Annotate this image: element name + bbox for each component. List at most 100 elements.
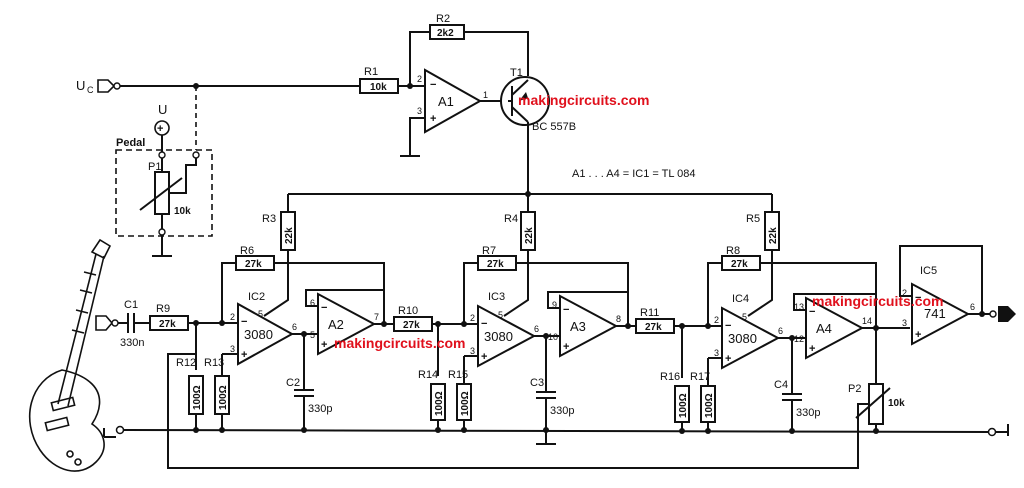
svg-text:+: + [321,339,327,351]
r11-ref: R11 [640,307,659,319]
ic3-pin5: 5 [498,310,503,320]
supply-label: U [158,102,167,117]
r11-value: 27k [645,322,662,333]
uc-input: U C [76,78,360,150]
a2-pin7: 7 [374,312,379,322]
c1-value: 330n [120,337,144,349]
c2-ref: C2 [286,377,300,389]
opamp-a1: A1 − + 2 3 1 [400,68,508,157]
resistor-r10: R10 27k [393,305,478,332]
a4-pin13: 13 [794,302,804,312]
a3-pin9: 9 [552,300,557,310]
r7-ref: R7 [482,245,496,257]
a2-label: A2 [328,317,344,332]
svg-text:−: − [809,306,815,318]
r6-value: 27k [245,259,262,270]
ic5-label: IC5 [920,265,937,277]
ic4-pin6: 6 [778,326,783,336]
ic5-741: 741 [924,306,946,321]
t1-type: BC 557B [532,121,576,133]
pedal-label: Pedal [116,137,145,149]
ic3-label: IC3 [488,291,505,303]
c3-value: 330p [550,405,574,417]
svg-text:−: − [563,304,569,316]
a1-label: A1 [438,94,454,109]
c2-value: 330p [308,403,332,415]
c4-value: 330p [796,407,820,419]
svg-text:+: + [241,349,247,361]
svg-text:+: + [809,343,815,355]
ic5-pin2: 2 [902,288,907,298]
pot-p2: P2 10k [167,328,905,469]
a4-pin14: 14 [862,316,872,326]
ic2-pin5: 5 [258,309,263,319]
p1-ref: P1 [148,161,161,173]
r14-ref: R14 [418,369,438,381]
ic4-pin5: 5 [742,312,747,322]
t1-ref: T1 [510,67,523,79]
c4-ref: C4 [774,379,788,391]
watermark-2: makingcircuits.com [334,335,466,351]
uc-label: U [76,78,85,93]
watermark-3: makingcircuits.com [812,293,944,309]
r16-value: 100Ω [678,393,689,418]
pedal-box: U + Pedal P1 10k [115,102,213,257]
r8-value: 27k [731,259,748,270]
ic4-pin3: 3 [714,348,719,358]
stage-1: R6 27k IC2 3080 − + 2 3 5 6 C2 330p A2 −… [176,245,394,433]
ic2-pin2: 2 [230,312,235,322]
ic3-ota: 3080 [484,329,513,344]
r15-value: 100Ω [460,391,471,416]
svg-text:−: − [430,79,436,91]
ic5-pin6: 6 [970,302,975,312]
r6-ref: R6 [240,245,254,257]
ic2-label: IC2 [248,291,265,303]
svg-text:+: + [725,353,731,365]
a3-pin10: 10 [548,332,558,342]
r5-value: 22k [768,227,779,244]
svg-text:+: + [157,123,163,135]
r2-ref: R2 [436,13,450,25]
svg-text:−: − [725,320,731,332]
opamp-ic5: IC5 741 − + 2 3 6 [899,245,1016,346]
ic3-pin3: 3 [470,346,475,356]
stage-3: R8 27k IC4 3080 − + 2 3 5 6 C4 330p A4 −… [660,245,910,434]
p2-ref: P2 [848,383,861,395]
signal-input: C1 330n R9 27k [95,299,238,349]
svg-text:−: − [915,292,921,304]
ic4-ota: 3080 [728,331,757,346]
guitar-illustration [28,238,112,472]
r16-ref: R16 [660,371,680,383]
r4-ref: R4 [504,213,518,225]
resistor-r5: R5 22k [746,211,780,317]
r3-ref: R3 [262,213,276,225]
resistor-r3: R3 22k [262,211,296,317]
r3-value: 22k [284,227,295,244]
stage-2: R7 27k IC3 3080 − + 2 3 5 6 C3 330p A3 −… [418,245,636,445]
svg-text:+: + [915,329,921,341]
ic2-ota: 3080 [244,327,273,342]
r9-value: 27k [159,319,176,330]
r5-ref: R5 [746,213,760,225]
svg-text:−: − [241,316,247,328]
ic2-pin3: 3 [230,344,235,354]
ic4-pin2: 2 [714,315,719,325]
r1-ref: R1 [364,66,378,78]
a1-pin2: 2 [417,74,422,84]
r10-ref: R10 [398,305,418,317]
resistor-r11: R11 27k [635,307,722,334]
a2-pin6: 6 [310,298,315,308]
r10-value: 27k [403,320,420,331]
a4-pin12: 12 [794,334,804,344]
ic2-pin6: 6 [292,322,297,332]
resistor-r1: R1 10k [359,66,425,94]
svg-text:−: − [481,318,487,330]
r8-ref: R8 [726,245,740,257]
r1-value: 10k [370,82,387,93]
c1-ref: C1 [124,299,138,311]
svg-text:−: − [321,302,327,314]
transistor-t1: T1 BC 557B [500,67,576,197]
ic4-label: IC4 [732,293,749,305]
r15-ref: R15 [448,369,468,381]
